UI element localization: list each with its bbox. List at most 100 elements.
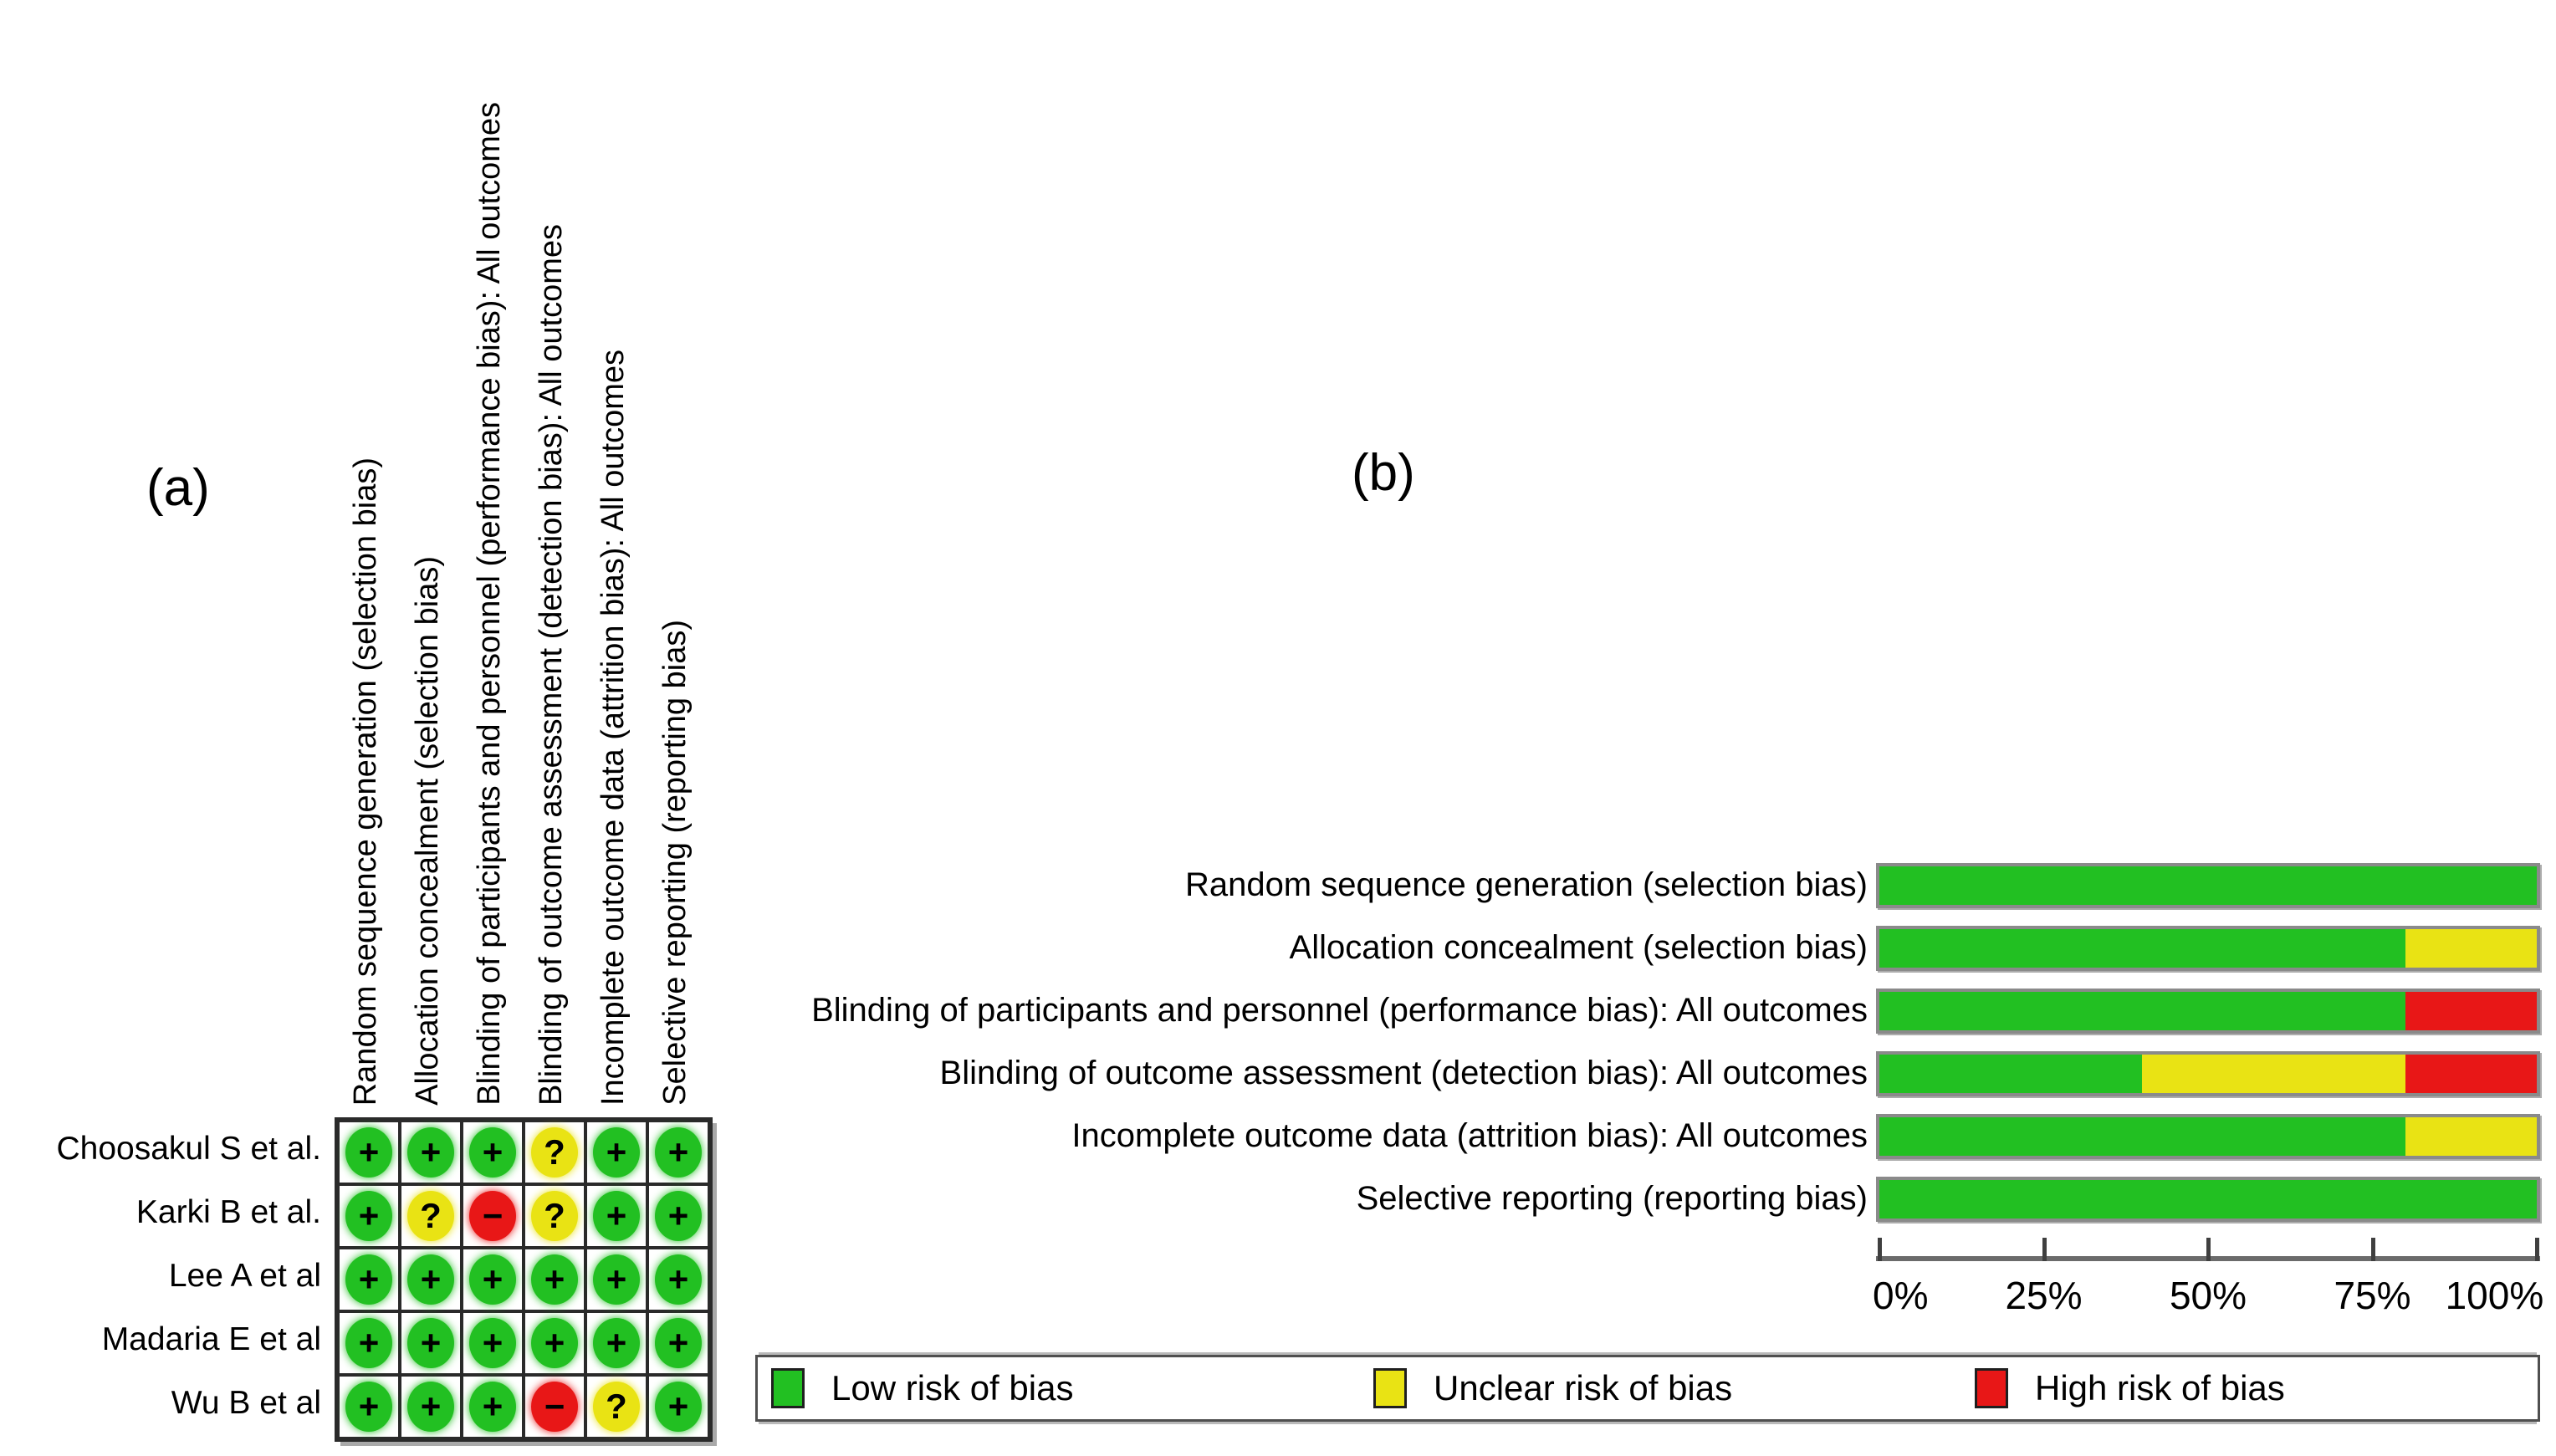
bar-segment-low — [1879, 992, 2405, 1030]
bar-category-label: Selective reporting (reporting bias) — [1356, 1180, 1868, 1217]
matrix-cell: + — [647, 1248, 709, 1311]
legend-label: Low risk of bias — [831, 1368, 1074, 1407]
axis-tick — [1878, 1238, 1882, 1261]
judgment-circle-low: + — [469, 1127, 516, 1178]
judgment-circle-low: + — [407, 1254, 454, 1305]
matrix-cell: + — [585, 1184, 647, 1248]
study-label: Karki B et al. — [135, 1194, 321, 1230]
column-header-2: Blinding of participants and personnel (… — [458, 0, 520, 1106]
stacked-bar-chart — [1876, 863, 2540, 1281]
bias-bar — [1876, 926, 2540, 971]
bar-segment-low — [1879, 866, 2537, 905]
matrix-cell: ? — [585, 1375, 647, 1438]
judgment-circle-unclear: ? — [531, 1127, 578, 1178]
bar-segment-unclear — [2405, 929, 2537, 968]
column-header-label: Random sequence generation (selection bi… — [348, 457, 383, 1106]
judgment-circle-low: + — [531, 1254, 578, 1305]
legend-item-low: Low risk of bias — [771, 1357, 1073, 1419]
matrix-cell: + — [524, 1248, 585, 1311]
matrix-cell: − — [524, 1375, 585, 1438]
bar-category-label: Blinding of participants and personnel (… — [811, 992, 1868, 1029]
bar-category-label: Random sequence generation (selection bi… — [1184, 866, 1868, 903]
matrix-cell: + — [400, 1311, 462, 1375]
legend-swatch-low — [771, 1368, 805, 1408]
matrix-cell: + — [462, 1121, 524, 1184]
bias-bar — [1876, 1051, 2540, 1096]
judgment-circle-unclear: ? — [407, 1191, 454, 1241]
bar-segment-unclear — [2405, 1117, 2537, 1156]
bar-segment-low — [1879, 1055, 2143, 1093]
bias-bar — [1876, 1177, 2540, 1222]
judgment-circle-low: + — [345, 1191, 392, 1241]
matrix-cell: ? — [400, 1184, 462, 1248]
matrix-cell: + — [647, 1311, 709, 1375]
matrix-cell: + — [400, 1375, 462, 1438]
judgment-circle-unclear: ? — [593, 1382, 640, 1432]
judgment-circle-low: + — [593, 1191, 640, 1241]
legend-item-unclear: Unclear risk of bias — [1373, 1357, 1732, 1419]
judgment-circle-low: + — [345, 1382, 392, 1432]
column-header-label: Allocation concealment (selection bias) — [410, 556, 445, 1106]
matrix-cell: + — [400, 1248, 462, 1311]
matrix-cell: + — [647, 1184, 709, 1248]
axis-tick-label: 25% — [2005, 1274, 2083, 1317]
matrix-cell: + — [462, 1311, 524, 1375]
judgment-circle-low: + — [655, 1254, 702, 1305]
bar-category-label: Allocation concealment (selection bias) — [1289, 929, 1868, 966]
axis-tick — [2042, 1238, 2047, 1261]
study-label: Lee A et al — [168, 1258, 321, 1294]
judgment-circle-low: + — [655, 1382, 702, 1432]
bar-segment-low — [1879, 1180, 2537, 1218]
judgment-circle-low: + — [593, 1127, 640, 1178]
axis-tick-label: 75% — [2334, 1274, 2411, 1317]
bar-segment-low — [1879, 1117, 2405, 1156]
judgment-circle-low: + — [345, 1318, 392, 1368]
matrix-cell: + — [338, 1311, 400, 1375]
bar-segment-high — [2405, 992, 2537, 1030]
bias-bar — [1876, 989, 2540, 1034]
judgment-circle-high: − — [531, 1382, 578, 1432]
column-header-label: Blinding of outcome assessment (detectio… — [534, 224, 569, 1106]
matrix-cell: + — [585, 1311, 647, 1375]
bar-category-label: Incomplete outcome data (attrition bias)… — [1071, 1117, 1868, 1154]
study-label: Wu B et al — [171, 1385, 321, 1421]
bar-category-label: Blinding of outcome assessment (detectio… — [939, 1055, 1868, 1091]
matrix-cell: + — [647, 1375, 709, 1438]
judgment-circle-low: + — [345, 1254, 392, 1305]
judgment-circle-low: + — [407, 1127, 454, 1178]
matrix-cell: ? — [524, 1121, 585, 1184]
bias-bar — [1876, 1114, 2540, 1159]
column-header-3: Blinding of outcome assessment (detectio… — [520, 0, 582, 1106]
axis-tick-label: 0% — [1873, 1274, 1929, 1317]
judgment-circle-low: + — [407, 1382, 454, 1432]
judgment-circle-low: + — [531, 1318, 578, 1368]
matrix-cell: ? — [524, 1184, 585, 1248]
matrix-cell: − — [462, 1184, 524, 1248]
matrix-cell: + — [338, 1184, 400, 1248]
panel-a-label: (a) — [146, 459, 210, 517]
judgment-circle-low: + — [469, 1318, 516, 1368]
column-header-label: Blinding of participants and personnel (… — [472, 102, 507, 1106]
risk-of-bias-matrix: +++?+++?−?+++++++++++++++++−?+ — [335, 1117, 713, 1442]
judgment-circle-low: + — [345, 1127, 392, 1178]
matrix-cell: + — [585, 1121, 647, 1184]
judgment-circle-high: − — [469, 1191, 516, 1241]
bar-segment-high — [2405, 1055, 2537, 1093]
matrix-cell: + — [338, 1248, 400, 1311]
axis-tick — [2206, 1238, 2211, 1261]
matrix-cell: + — [524, 1311, 585, 1375]
judgment-circle-unclear: ? — [531, 1191, 578, 1241]
judgment-circle-low: + — [593, 1318, 640, 1368]
panel-b-label: (b) — [1352, 444, 1415, 502]
matrix-cell: + — [585, 1248, 647, 1311]
column-header-1: Allocation concealment (selection bias) — [396, 0, 458, 1106]
axis-tick — [2535, 1238, 2539, 1261]
axis-tick-label: 100% — [2445, 1274, 2544, 1317]
judgment-circle-low: + — [593, 1254, 640, 1305]
matrix-cell: + — [462, 1375, 524, 1438]
matrix-cell: + — [400, 1121, 462, 1184]
bar-segment-unclear — [2142, 1055, 2405, 1093]
axis-tick-label: 50% — [2169, 1274, 2247, 1317]
judgment-circle-low: + — [407, 1318, 454, 1368]
